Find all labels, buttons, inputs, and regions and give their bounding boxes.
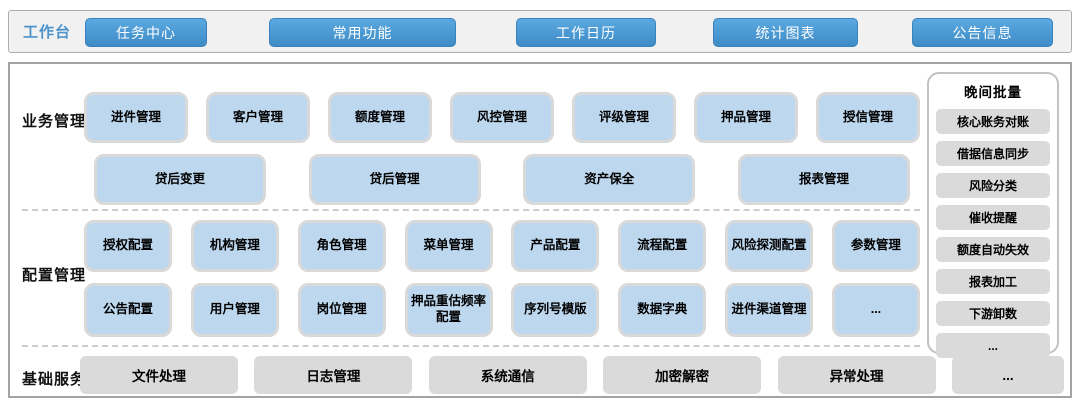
workbench-button: 工作日历 [516,18,656,47]
module-box: 押品重估频率配置 [404,283,493,337]
base-services-row: 文件处理日志管理系统通信加密解密异常处理... [80,356,1064,394]
base-section-label: 基础服务 [22,371,87,388]
module-box: 公告配置 [84,283,172,337]
batch-job-box: 风险分类 [936,173,1050,198]
business-row-2: 贷后变更贷后管理资产保全报表管理 [84,154,920,205]
workbench-label: 工作台 [23,24,72,41]
batch-job-box: 借据信息同步 [936,141,1050,166]
night-batch-panel: 晚间批量 核心账务对账借据信息同步风险分类催收提醒额度自动失效报表加工下游卸数.… [927,72,1059,358]
module-box: 风控管理 [450,92,554,143]
module-box: 流程配置 [618,220,707,272]
service-box: 系统通信 [428,356,587,394]
modules-panel: 业务管理 配置管理 基础服务 进件管理客户管理额度管理风控管理评级管理押品管理授… [8,62,1072,398]
module-box: 报表管理 [737,154,910,205]
service-box: 日志管理 [254,356,413,394]
module-box: 风险探测配置 [725,220,814,272]
batch-job-box: 下游卸数 [936,301,1050,326]
workbench-button: 统计图表 [713,18,858,47]
module-box: 授权配置 [84,220,172,272]
module-box: 押品管理 [694,92,798,143]
module-box: 进件渠道管理 [725,283,814,337]
batch-job-box: 核心账务对账 [936,109,1050,134]
module-box: 客户管理 [206,92,310,143]
module-box: 额度管理 [328,92,432,143]
service-box: ... [951,356,1064,394]
config-row-2: 公告配置用户管理岗位管理押品重估频率配置序列号模版数据字典进件渠道管理... [84,283,920,337]
service-box: 文件处理 [80,356,238,394]
module-box: 菜单管理 [404,220,493,272]
workbench-button: 常用功能 [269,18,456,47]
module-box: 岗位管理 [297,283,386,337]
module-box: 贷后管理 [308,154,481,205]
module-box: 进件管理 [84,92,188,143]
workbench-buttons: 任务中心 常用功能 工作日历 统计图表 公告信息 [9,11,1071,52]
workbench-button: 任务中心 [85,18,207,47]
config-row-1: 授权配置机构管理角色管理菜单管理产品配置流程配置风险探测配置参数管理 [84,220,920,272]
module-box: 资产保全 [523,154,696,205]
module-box: 产品配置 [511,220,600,272]
batch-job-box: ... [936,333,1050,358]
batch-job-box: 报表加工 [936,269,1050,294]
workbench-bar: 工作台 任务中心 常用功能 工作日历 统计图表 公告信息 [8,10,1072,53]
module-box: 序列号模版 [511,283,600,337]
module-box: 参数管理 [831,220,920,272]
module-box: 授信管理 [816,92,920,143]
section-divider [22,345,920,347]
service-box: 异常处理 [777,356,936,394]
section-divider [22,209,920,211]
business-section-label: 业务管理 [22,113,87,130]
business-row-1: 进件管理客户管理额度管理风控管理评级管理押品管理授信管理 [84,92,920,143]
module-box: ... [831,283,920,337]
night-batch-list: 核心账务对账借据信息同步风险分类催收提醒额度自动失效报表加工下游卸数... [936,109,1050,358]
module-box: 角色管理 [297,220,386,272]
module-box: 机构管理 [190,220,279,272]
config-section-label: 配置管理 [22,267,87,284]
module-box: 贷后变更 [94,154,266,205]
workbench-button: 公告信息 [912,18,1053,47]
batch-job-box: 额度自动失效 [936,237,1050,262]
module-box: 数据字典 [618,283,707,337]
night-batch-title: 晚间批量 [964,85,1022,100]
service-box: 加密解密 [603,356,762,394]
module-box: 评级管理 [572,92,676,143]
batch-job-box: 催收提醒 [936,205,1050,230]
module-box: 用户管理 [190,283,279,337]
